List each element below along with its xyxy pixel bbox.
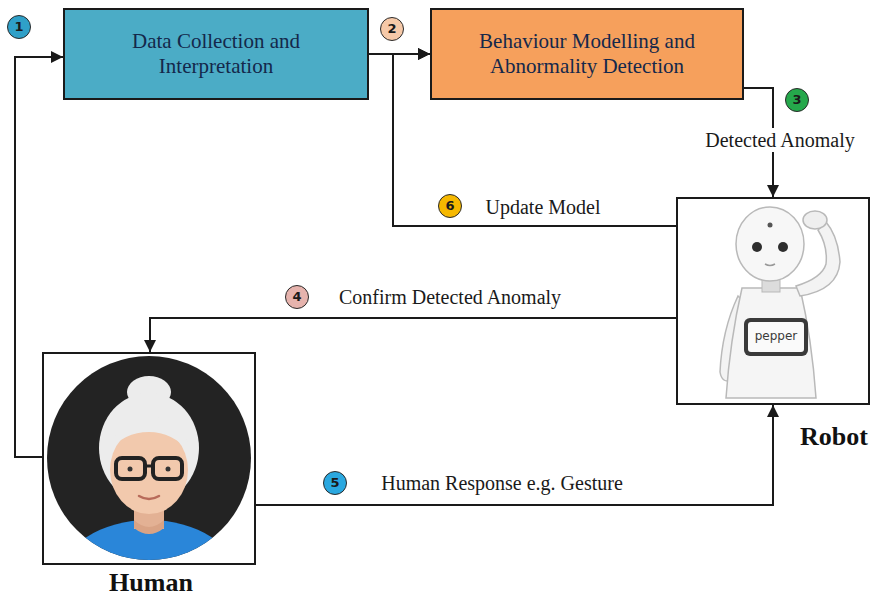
callout-number: 4 — [285, 285, 309, 309]
avatar-ground — [47, 356, 251, 560]
avatar-fringe — [108, 417, 190, 452]
connector-arrow — [256, 405, 773, 505]
connector-arrow — [150, 318, 676, 352]
process-box: Behaviour Modelling and Abnormality Dete… — [430, 8, 744, 100]
node-heading: Robot — [800, 423, 880, 452]
callout-number: 3 — [785, 88, 809, 112]
callout-number: 2 — [380, 17, 404, 41]
screen-label: pepper — [755, 330, 798, 343]
box-label: Data Collection and Interpretation — [77, 29, 355, 79]
edge-label: Detected Anomaly — [701, 128, 858, 152]
avatar-glasses — [153, 458, 182, 479]
edge-label: Human Response e.g. Gesture — [377, 471, 627, 495]
callout-number: 5 — [323, 471, 347, 495]
robot-torso — [726, 288, 816, 398]
node-heading: Human — [44, 569, 258, 598]
edge-label: Update Model — [482, 195, 605, 219]
robot-head — [736, 207, 804, 281]
connector-arrow — [15, 57, 63, 457]
robot-eye — [752, 242, 762, 252]
avatar-glasses — [116, 458, 145, 479]
robot-hand — [803, 211, 827, 229]
box-label: Behaviour Modelling and Abnormality Dete… — [444, 29, 730, 79]
human-avatar — [47, 356, 251, 603]
robot-eye — [778, 242, 788, 252]
person-frame: Human — [42, 352, 256, 565]
robot-sensor — [768, 223, 773, 228]
robot-tablet — [744, 318, 808, 356]
process-box: Data Collection and Interpretation — [63, 8, 369, 100]
avatar-glasses-bridge — [145, 465, 153, 468]
robot-frame: Robot — [676, 197, 870, 405]
avatar-eye — [128, 467, 133, 472]
avatar-collar — [134, 520, 164, 534]
callout-number: 1 — [7, 15, 31, 39]
avatar-eye — [166, 467, 171, 472]
edge-label: Confirm Detected Anomaly — [335, 285, 565, 309]
callout-number: 6 — [438, 194, 462, 218]
robot-illustration — [720, 207, 840, 398]
robot-screen — [748, 322, 804, 352]
robot-mouth — [765, 264, 775, 266]
avatar-mouth — [139, 496, 159, 499]
